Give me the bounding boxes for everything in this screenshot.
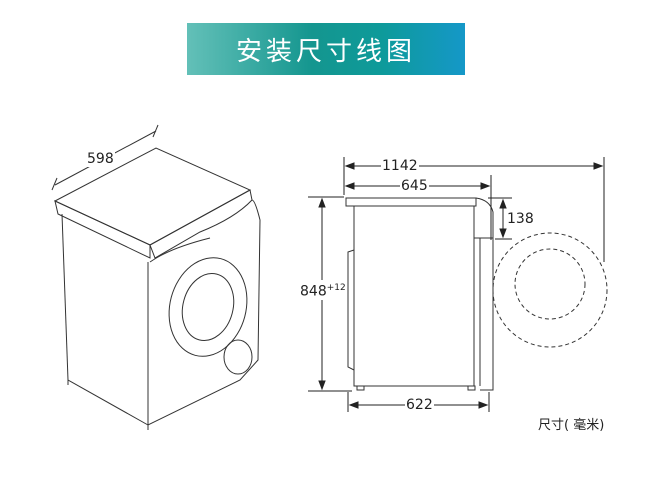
total-depth-dimension-label: 1142	[381, 158, 419, 174]
dimension-lines	[308, 157, 605, 412]
washer-side-view	[345, 197, 608, 391]
height-dimension-label: 848+12	[299, 280, 347, 300]
title-banner: 安装尺寸线图	[187, 23, 465, 75]
top-depth-dimension-label: 645	[400, 178, 429, 194]
panel-height-dimension-label: 138	[506, 211, 535, 227]
bottom-depth-dimension-label: 622	[405, 397, 434, 413]
height-tolerance: +12	[326, 283, 346, 293]
height-value: 848	[300, 283, 327, 300]
washer-perspective-view	[51, 124, 261, 430]
width-dimension-label: 598	[86, 151, 115, 167]
unit-label: 尺寸( 毫米)	[538, 418, 605, 433]
